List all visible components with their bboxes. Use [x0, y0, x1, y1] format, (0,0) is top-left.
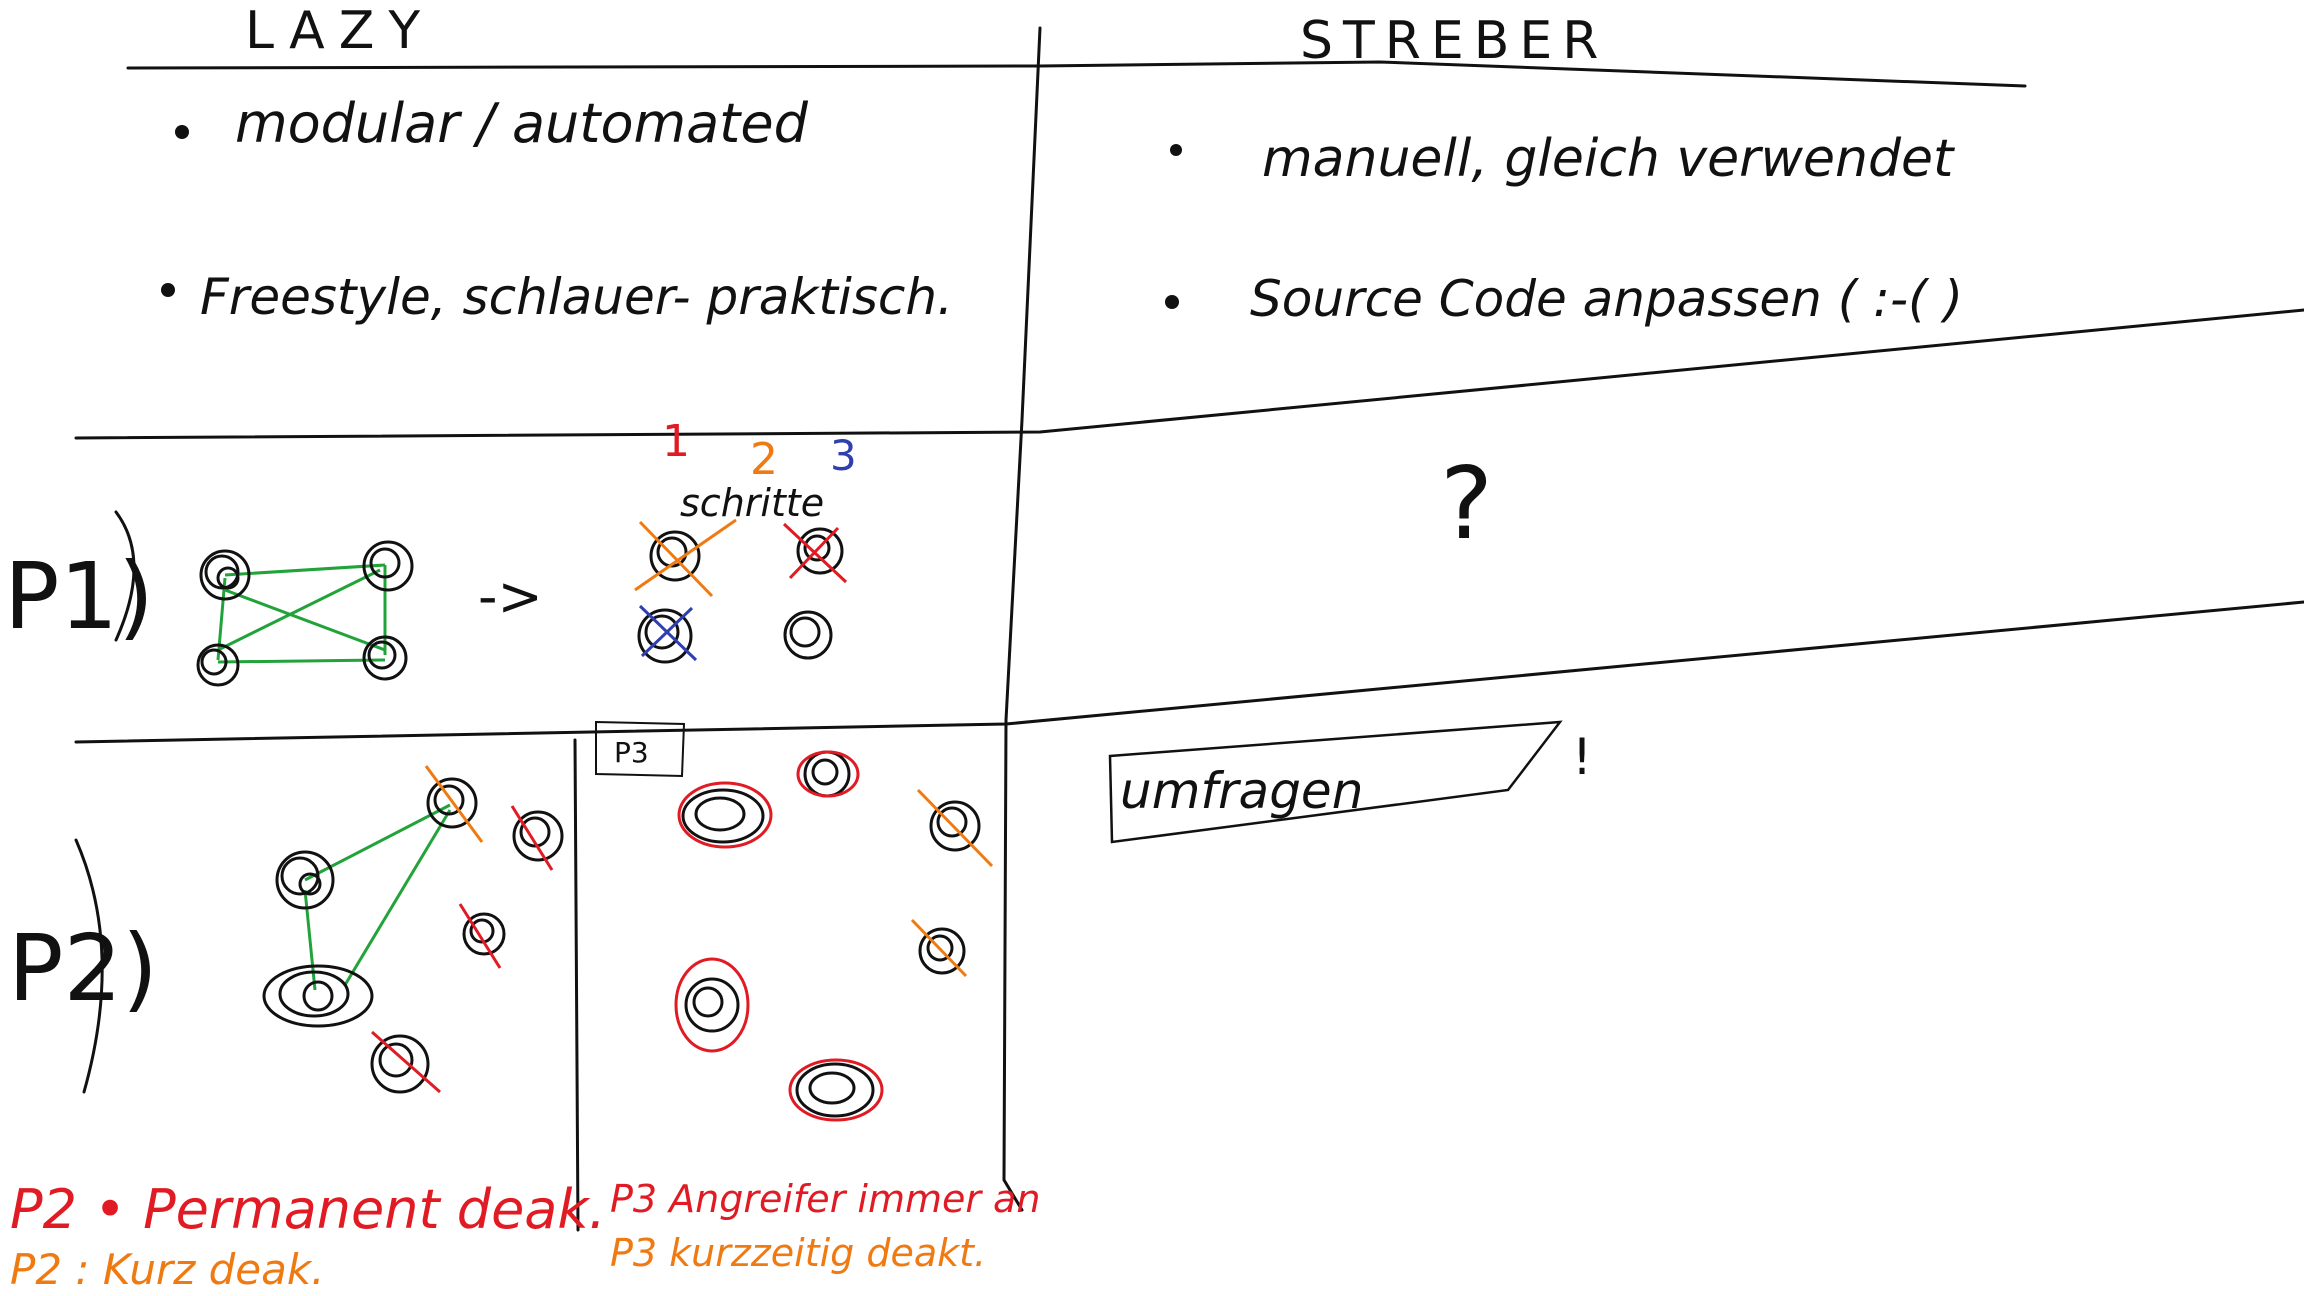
streber-bullet-1: manuell, gleich verwendet — [1262, 129, 1955, 189]
step-number-2: 2 — [750, 434, 778, 485]
network-node — [262, 964, 374, 1028]
bullet-dot — [175, 125, 189, 139]
p1-edge — [224, 563, 386, 577]
vertical-divider — [1002, 26, 1042, 1212]
p2-paren — [74, 838, 104, 1094]
bullet-dot — [1170, 144, 1182, 156]
p3-box-divider — [573, 738, 580, 1232]
note-orange-p2: P2 : Kurz deak. — [10, 1245, 325, 1294]
p1-paren — [114, 510, 136, 642]
bullet-dot — [1165, 295, 1179, 309]
p1-edge — [217, 568, 381, 652]
p2-network — [262, 765, 564, 1094]
red-ring — [677, 781, 773, 849]
p3-network — [674, 750, 994, 1122]
bullet-dot — [161, 283, 175, 297]
cross-mark — [371, 1030, 441, 1094]
network-node — [918, 927, 966, 975]
cross-mark — [424, 765, 484, 843]
cross-mark — [782, 522, 848, 584]
network-node — [929, 800, 981, 852]
p1-edge — [224, 588, 386, 652]
streber-p2-note: umfragen — [1120, 762, 1363, 820]
cross-mark — [910, 918, 968, 978]
network-node — [795, 1062, 875, 1118]
network-node — [512, 810, 564, 862]
lazy-bullet-1: modular / automated — [235, 92, 809, 155]
network-node — [199, 549, 251, 601]
network-node — [649, 530, 701, 582]
note-orange-p3: P3 kurzzeitig deakt. — [610, 1231, 986, 1275]
note-red-p2: P2 • Permanent deak. — [10, 1178, 606, 1241]
umfragen-box — [1108, 720, 1563, 844]
network-node — [637, 608, 693, 664]
network-node — [681, 788, 765, 844]
header-underline — [126, 60, 2027, 88]
p1-edge — [217, 658, 386, 664]
header-lazy: LAZY — [245, 1, 434, 61]
cross-mark — [916, 788, 994, 868]
streber-p1-question: ? — [1440, 445, 1493, 562]
p1-arrow: -> — [478, 565, 543, 628]
step-number-3: 3 — [830, 431, 857, 480]
cross-mark — [510, 805, 554, 871]
network-node — [362, 635, 408, 681]
p2-edge — [304, 803, 451, 882]
network-node — [803, 750, 851, 798]
p3-label: P3 — [614, 736, 649, 769]
header-streber: STREBER — [1300, 11, 1608, 71]
network-node — [684, 977, 740, 1033]
network-node — [370, 1034, 430, 1094]
p1-network — [196, 540, 414, 687]
streber-p2-exclaim: ! — [1572, 728, 1592, 786]
cross-mark — [634, 518, 737, 598]
red-ring — [788, 1058, 884, 1122]
p3-label-box — [595, 720, 686, 778]
network-node — [275, 850, 335, 910]
red-ring — [674, 957, 750, 1053]
p1-network-after — [634, 518, 848, 664]
row-label-p1: P1) — [4, 543, 154, 650]
network-node — [426, 777, 478, 829]
streber-bullet-2: Source Code anpassen ( :-( ) — [1250, 270, 1963, 328]
step-number-1: 1 — [662, 416, 690, 467]
row-divider-2 — [74, 600, 2304, 744]
red-ring — [796, 750, 860, 798]
network-node — [362, 540, 414, 592]
p2-edge — [303, 889, 317, 991]
network-node — [462, 912, 506, 956]
cross-mark — [638, 604, 698, 662]
row-divider-1 — [74, 308, 2304, 440]
network-node — [196, 643, 240, 687]
note-red-p3: P3 Angreifer immer an — [610, 1177, 1040, 1221]
network-node — [796, 527, 844, 575]
network-node — [783, 610, 833, 660]
lazy-bullet-2: Freestyle, schlauer- praktisch. — [200, 268, 953, 326]
steps-label: schritte — [680, 481, 824, 525]
cross-mark — [458, 903, 502, 969]
p2-edge — [343, 809, 452, 986]
row-label-p2: P2) — [8, 915, 158, 1022]
